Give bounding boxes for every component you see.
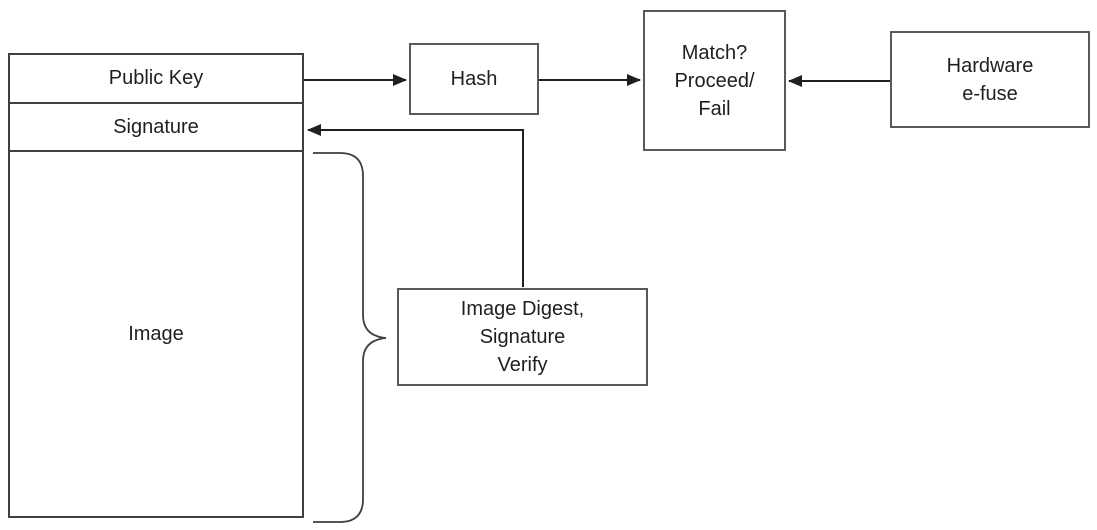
image-label: Image [128,322,184,345]
signature-label: Signature [113,115,199,138]
arrow-image-digest-to-signature [307,124,524,287]
stack-segment-image: Image [10,152,302,516]
image-digest-label-line3: Verify [497,354,548,376]
match-label-line1: Match? [681,41,748,64]
hash-label: Hash [450,68,498,90]
hardware-efuse-label-line1: Hardware [946,54,1034,77]
hardware-efuse-label-line2: e-fuse [962,82,1018,105]
memory-layout-stack: Public Key Signature Image [8,53,304,518]
match-decision-node: Match? Proceed/ Fail [643,10,786,151]
image-digest-label-line1: Image Digest, [460,298,585,320]
image-digest-signature-verify-node: Image Digest, Signature Verify [397,288,648,386]
hardware-efuse-node: Hardware e-fuse [890,31,1090,128]
brace-image-to-image-digest [313,152,387,523]
match-label-line2: Proceed/ [674,69,755,92]
stack-segment-public-key: Public Key [10,55,302,104]
match-label-line3: Fail [698,97,731,120]
image-digest-label-line2: Signature [479,326,566,348]
hash-node: Hash [409,43,539,115]
public-key-label: Public Key [108,67,204,89]
stack-segment-signature: Signature [10,104,302,152]
